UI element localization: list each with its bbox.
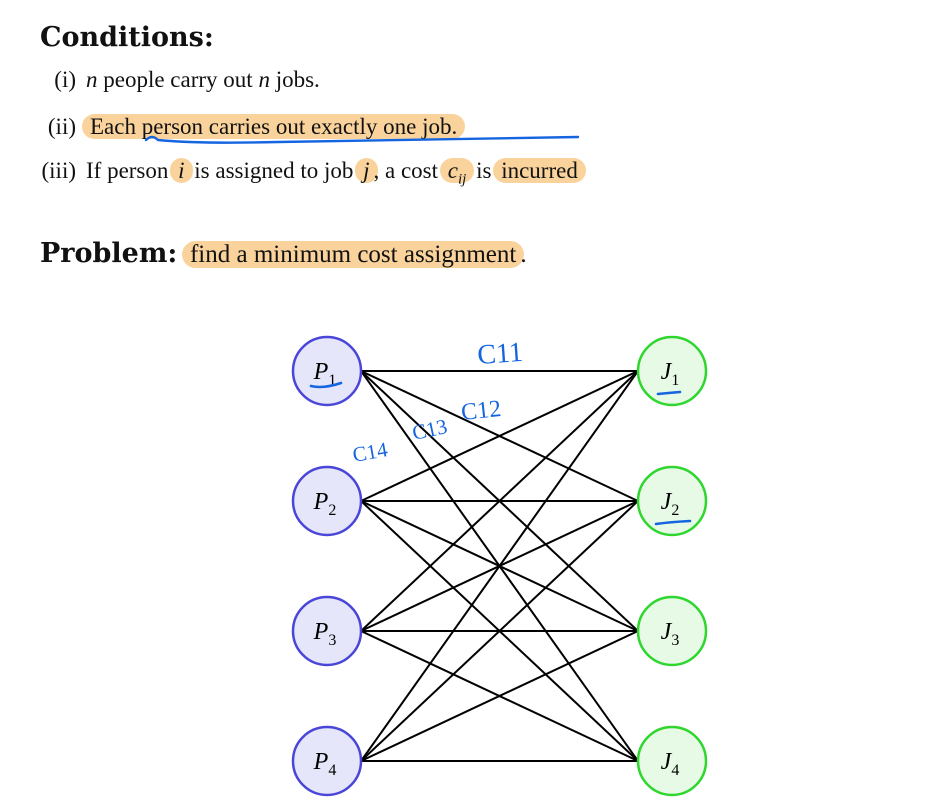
edge-group [360, 370, 639, 762]
problem-tail: . [520, 241, 527, 268]
person-node-1-circle [291, 335, 363, 407]
condition-text: jobs. [269, 67, 320, 92]
person-node-1: P1 [291, 335, 363, 407]
edge-p4-j1 [360, 370, 639, 762]
highlighted-incurred: incurred [493, 158, 586, 183]
job-node-2: J2 [636, 465, 708, 537]
problem-statement: Problem: find a minimum cost assignment. [40, 238, 527, 269]
ink-annotation-c12: C12 [460, 396, 503, 426]
condition-item-3: (iii) If person i is assigned to job j, a… [16, 158, 586, 189]
edge-p3-j1 [360, 370, 639, 632]
highlighted-condition-text: Each person carries out exactly one job. [82, 114, 466, 139]
problem-title: Problem: [40, 238, 178, 269]
condition-item-1: (i) n people carry out n jobs. [16, 67, 320, 93]
ink-annotation-c11: C11 [476, 337, 524, 371]
person-node-4-circle [291, 725, 363, 797]
condition-label: (iii) [41, 158, 77, 183]
condition-text: , a cost [373, 158, 444, 183]
edge-p4-j2 [360, 500, 639, 762]
ink-annotation-c13: C13 [410, 414, 449, 445]
cost-symbol: cij [439, 158, 475, 188]
var-i: i [170, 158, 193, 183]
job-node-4: J4 [636, 725, 708, 797]
job-node-3: J3 [636, 595, 708, 667]
person-node-4: P4 [291, 725, 363, 797]
job-node-2-circle [636, 465, 708, 537]
ink-underline-condition [144, 135, 580, 144]
job-node-1-circle [636, 335, 708, 407]
var-j: j [355, 158, 378, 183]
person-node-3-circle [291, 595, 363, 667]
conditions-title: Conditions: [40, 22, 214, 53]
edge-p4-j3 [360, 630, 639, 762]
condition-item-2: (ii)Each person carries out exactly one … [16, 114, 466, 140]
condition-text: is assigned to job [188, 158, 360, 183]
job-node-1: J1 [636, 335, 708, 407]
var-n: n [258, 67, 270, 92]
ink-underline-j1 [656, 390, 682, 396]
condition-text: is [470, 158, 498, 183]
job-node-4-circle [636, 725, 708, 797]
var-n: n [86, 67, 98, 92]
ink-underline-p1 [309, 381, 343, 389]
ink-annotation-c14: C14 [351, 437, 390, 467]
person-node-2: P2 [291, 465, 363, 537]
problem-text: find a minimum cost assignment [181, 241, 525, 268]
person-node-2-circle [291, 465, 363, 537]
edge-p2-j1 [360, 370, 639, 502]
condition-text: people carry out [97, 67, 259, 92]
condition-label: (ii) [47, 114, 76, 139]
condition-label: (i) [54, 67, 76, 92]
person-node-3: P3 [291, 595, 363, 667]
ink-underline-j2 [654, 519, 692, 526]
condition-text: If person [86, 158, 175, 183]
job-node-3-circle [636, 595, 708, 667]
